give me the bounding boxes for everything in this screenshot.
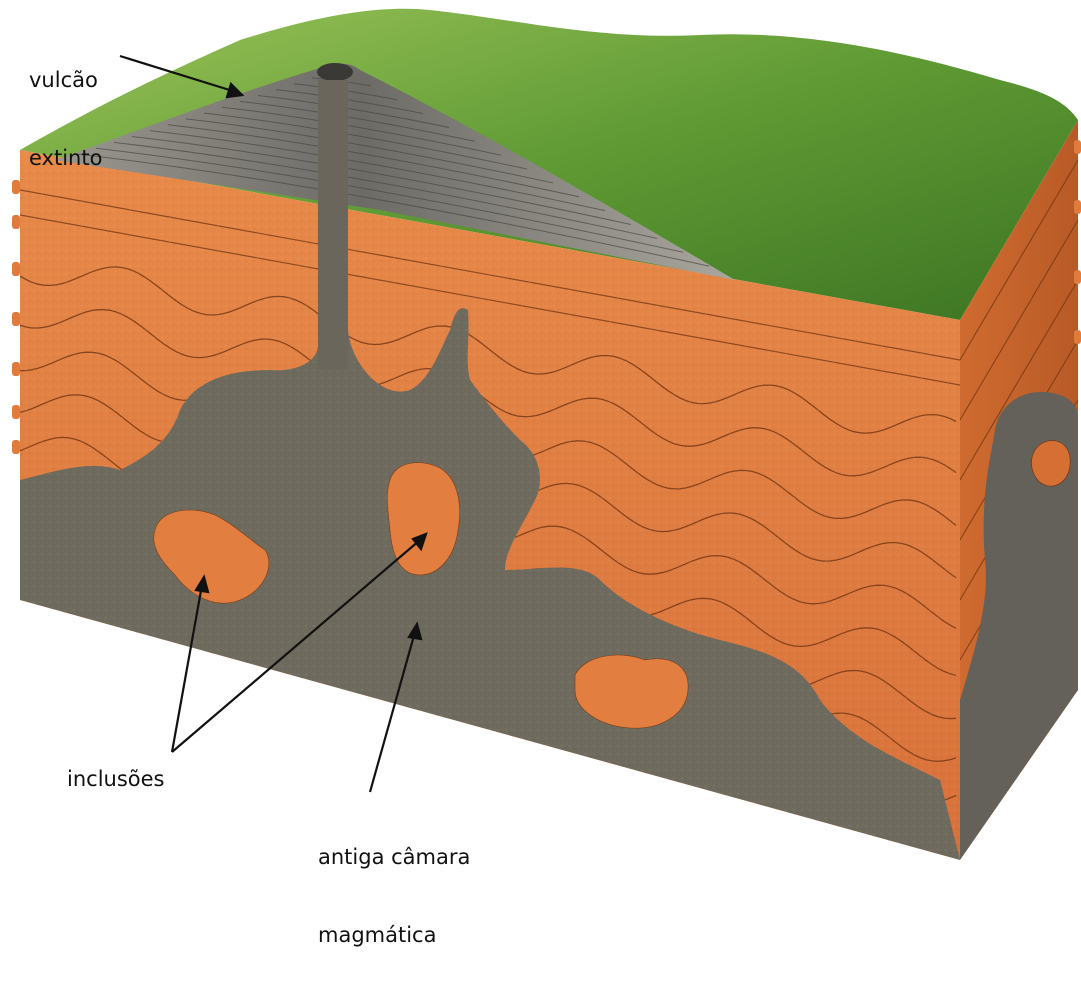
cone-ridge: [95, 147, 684, 253]
arrow-volcano: [119, 54, 237, 94]
geology-block-diagram: vulcão extinto inclusões antiga câmara m…: [12, 8, 1081, 947]
volcano-cone: [55, 63, 735, 281]
cone-ridge: [77, 153, 710, 267]
inclusion-side: [1031, 440, 1071, 487]
cone-ridge: [203, 112, 528, 170]
annotation-arrows: [119, 54, 428, 793]
inclusion-bottom: [574, 654, 689, 729]
edge-marks: [12, 140, 1081, 454]
side-magma: [960, 391, 1078, 860]
arrow-inclusion-center: [171, 539, 421, 753]
label-chamber-line2: magmática: [318, 923, 437, 947]
cone-ridge: [131, 136, 632, 226]
arrow-inclusion-left: [170, 584, 204, 753]
cone-ridge: [149, 130, 606, 212]
volcanic-conduit: [318, 80, 348, 370]
label-chamber: antiga câmara magmática: [318, 792, 470, 1000]
cone-ridge: [221, 106, 502, 156]
arrow-chamber: [368, 631, 417, 793]
label-inclusions: inclusões: [67, 767, 165, 791]
cone-ridge: [113, 141, 658, 239]
block-diagram-illustration: [12, 8, 1081, 860]
inclusion-left: [153, 509, 270, 604]
cone-ridge: [167, 124, 580, 198]
crater: [317, 63, 353, 81]
inclusion-center: [386, 462, 460, 576]
label-volcano-line2: extinto: [29, 146, 103, 170]
label-volcano-line1: vulcão: [29, 68, 98, 92]
cone-ridge: [185, 118, 554, 184]
label-chamber-line1: antiga câmara: [318, 845, 471, 869]
label-volcano: vulcão extinto: [29, 15, 102, 223]
